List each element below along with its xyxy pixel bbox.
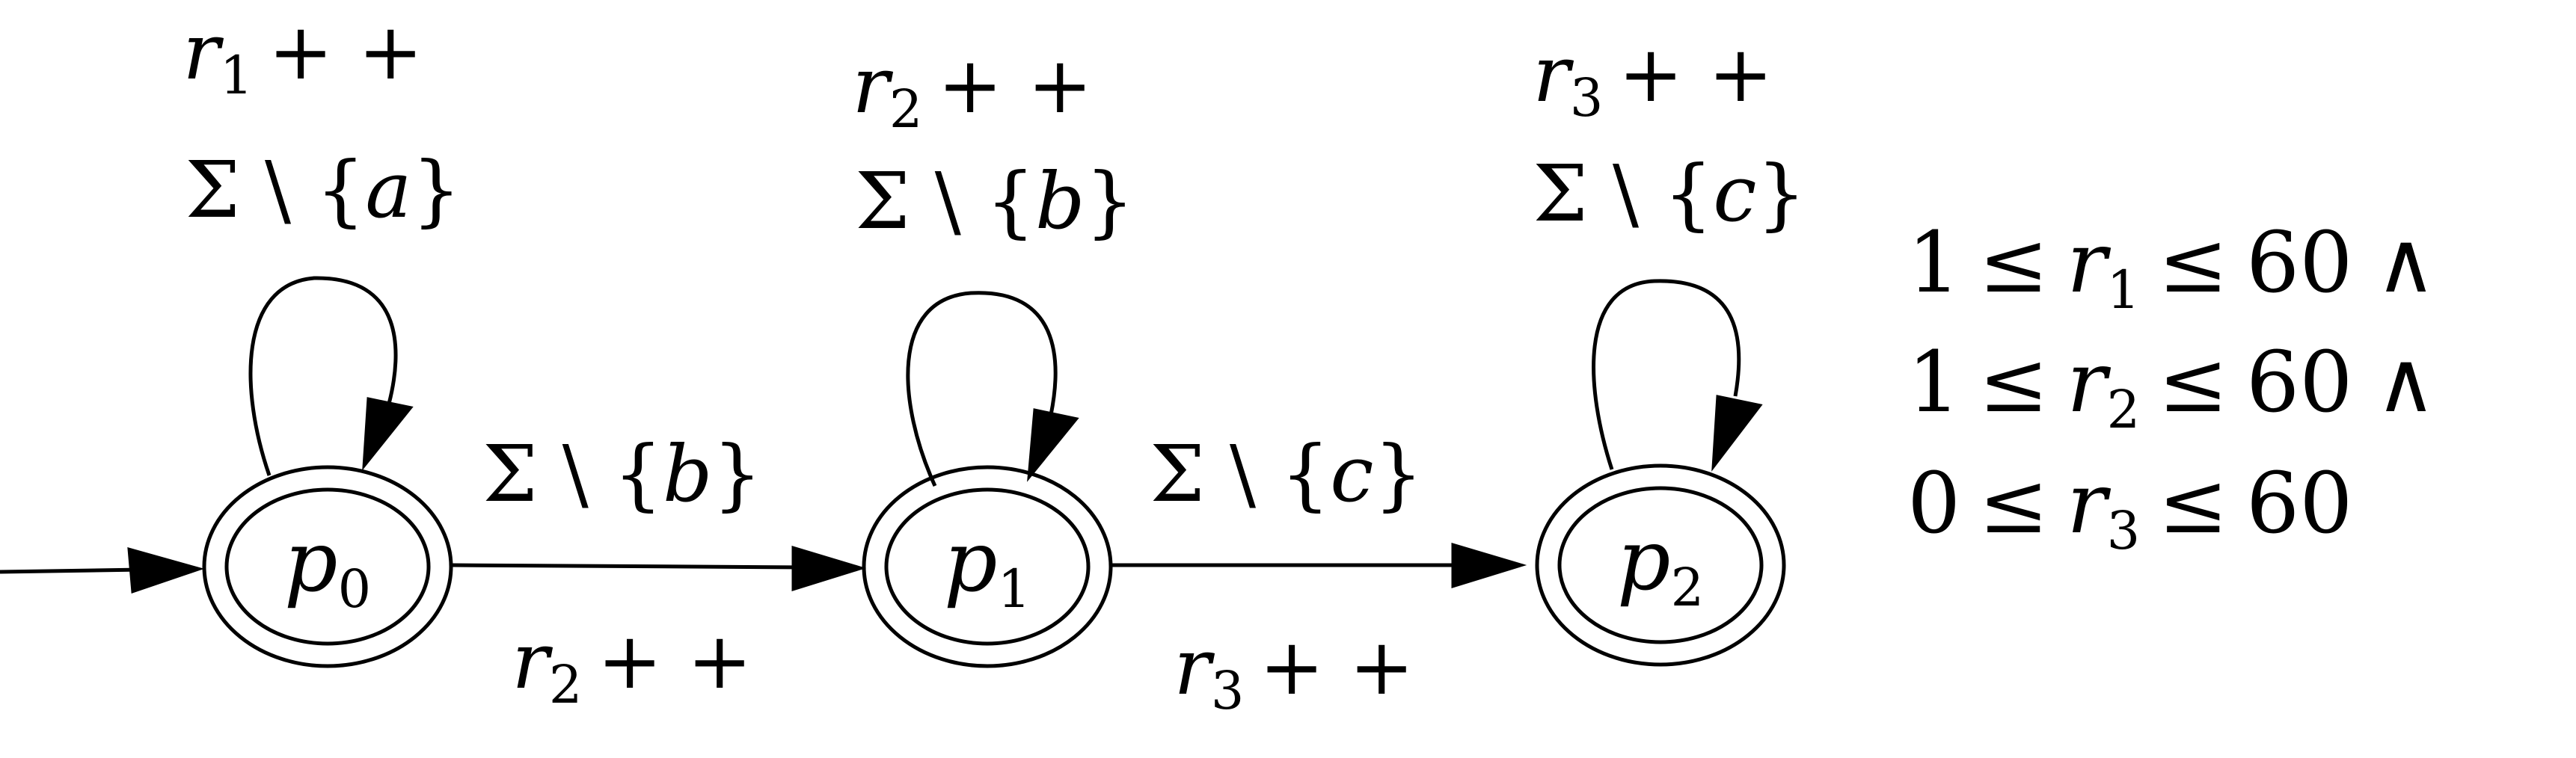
state-p2-inner-ring <box>1557 486 1764 644</box>
state-p2: p2 <box>1535 463 1786 667</box>
loop-p0-guard: Σ \ {a} <box>185 144 461 235</box>
state-p0-outer-ring <box>202 465 453 668</box>
state-p0-inner-ring <box>224 487 431 646</box>
transition-p1-p2-labels: Σ \ {c} r3+ + <box>1150 428 1423 721</box>
state-p0: p0 <box>202 465 453 668</box>
transition-p0-p1 <box>452 545 867 592</box>
state-p0-label: p0 <box>284 514 371 620</box>
constraint-r3: 0≤r3≤60 <box>1907 455 2353 561</box>
self-loop-p0 <box>248 276 414 476</box>
transition-p0-p1-update: r2+ + <box>512 615 752 715</box>
state-p2-label: p2 <box>1617 512 1704 618</box>
initial-arrowhead <box>127 546 205 594</box>
state-p2-outer-ring <box>1535 463 1786 667</box>
state-p1: p1 <box>862 465 1113 668</box>
constraint-r2: 1≤r2≤60∧ <box>1907 334 2437 440</box>
constraint-r1: 1≤r1≤60∧ <box>1907 215 2437 321</box>
transition-p1-p2 <box>1112 542 1527 589</box>
loop-p2-guard: Σ \ {c} <box>1533 148 1806 239</box>
transition-p1-p2-guard: Σ \ {c} <box>1150 428 1423 520</box>
loop-p0-update: r1+ + <box>183 6 423 106</box>
state-p1-inner-ring <box>884 487 1091 646</box>
loop-p1-update: r2+ + <box>852 40 1093 140</box>
loop-p1-guard: Σ \ {b} <box>855 155 1135 247</box>
state-p1-label: p1 <box>944 514 1031 620</box>
state-p1-outer-ring <box>862 465 1113 668</box>
self-loop-p2-label: r3+ + Σ \ {c} <box>1533 28 1806 239</box>
transition-p0-p1-labels: Σ \ {b} r2+ + <box>482 428 762 715</box>
self-loop-p1 <box>906 291 1079 487</box>
constraints-block: 1≤r1≤60∧ 1≤r2≤60∧ 0≤r3≤60 <box>1907 215 2437 561</box>
loop-p2-update: r3+ + <box>1533 28 1773 129</box>
self-loop-p2 <box>1592 279 1763 472</box>
self-loop-p1-label: r2+ + Σ \ {b} <box>852 40 1135 247</box>
transition-p0-p1-guard: Σ \ {b} <box>482 428 762 520</box>
transition-p1-p2-update: r3+ + <box>1174 621 1414 721</box>
self-loop-p0-label: r1+ + Σ \ {a} <box>183 6 461 235</box>
initial-arrow <box>0 567 143 574</box>
